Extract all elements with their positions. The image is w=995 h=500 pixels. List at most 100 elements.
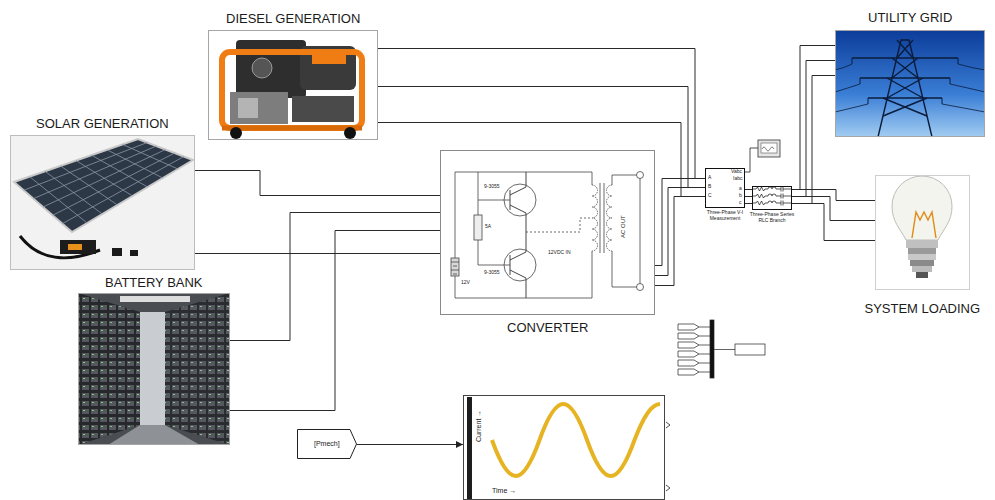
- converter-circuit: [600, 183, 604, 253]
- tag-outline: [298, 430, 357, 459]
- wire: [655, 197, 705, 286]
- component-caption: SYSTEM LOADING: [865, 302, 981, 317]
- wire: [378, 87, 705, 188]
- scope-symbol: [745, 148, 758, 172]
- converter-circuit: [451, 258, 459, 276]
- component-heading: BATTERY BANK: [105, 276, 203, 291]
- solar-panel: [130, 250, 138, 256]
- transmission-tower: [835, 40, 985, 137]
- component-heading: SOLAR GENERATION: [36, 117, 169, 132]
- mux-bus: [699, 327, 710, 372]
- diesel-generator: [344, 127, 356, 139]
- port-label: B: [708, 184, 711, 190]
- mux-bus: [735, 344, 765, 355]
- diesel-generator-photo: DIESEL GENERATION: [208, 30, 378, 140]
- transistor-label: 9-3055: [484, 270, 500, 276]
- converter-circuit: [474, 215, 482, 240]
- light-bulb: [888, 176, 956, 244]
- light-bulb: [908, 248, 936, 254]
- sine-waveform: [467, 397, 670, 500]
- converter-circuit: [510, 172, 526, 232]
- battery-bank: [78, 293, 140, 445]
- converter-circuit: [504, 184, 536, 216]
- wire: [792, 190, 875, 201]
- wire: [230, 231, 440, 411]
- light-bulb: [910, 260, 934, 266]
- block-caption: Three-Phase V-I Measurement: [702, 210, 748, 222]
- wire: [792, 204, 875, 241]
- port-label: Vabc: [731, 169, 742, 175]
- diesel-generator: [230, 127, 242, 139]
- solar-panel: [112, 248, 122, 256]
- battery-bank: [165, 293, 230, 445]
- component-heading: DIESEL GENERATION: [226, 12, 360, 27]
- converter-circuit: [637, 284, 644, 291]
- wire: [195, 171, 440, 196]
- light-bulb: [875, 175, 970, 290]
- scope-symbol: [745, 140, 780, 172]
- converter-circuit: [637, 172, 644, 179]
- transmission-tower: [835, 30, 985, 137]
- fuse-label: 5A: [485, 224, 491, 230]
- solar-panel: [60, 240, 96, 254]
- diesel-generator: [252, 58, 272, 78]
- converter-circuit: [640, 179, 641, 284]
- converter-circuit: [451, 172, 644, 299]
- converter-circuit: [455, 172, 592, 298]
- rlc-symbol: [752, 187, 792, 192]
- transmission-tower: [852, 58, 958, 98]
- converter-circuit: [526, 218, 592, 232]
- wire: [378, 49, 705, 179]
- transmission-tower: [878, 40, 932, 137]
- scope-symbol: [761, 143, 777, 153]
- port-label: a: [739, 186, 742, 192]
- light-bulb: [875, 175, 970, 290]
- transmission-tower: [852, 58, 958, 104]
- signal-tag: [Pmech]: [314, 440, 340, 448]
- rlc-symbol: [752, 201, 792, 206]
- battery-label: 12V: [461, 280, 470, 286]
- converter-circuit: [510, 232, 526, 298]
- wire: [745, 203, 752, 204]
- diesel-generator: [222, 126, 362, 131]
- converter-circuit: [478, 172, 510, 265]
- battery-bank: [120, 296, 190, 302]
- battery-bank: [140, 312, 165, 425]
- rlc-symbol: [752, 194, 792, 199]
- input-label: 12VDC IN: [548, 250, 571, 256]
- converter-circuit: [592, 185, 598, 251]
- mux-bus: [710, 320, 714, 378]
- mux-bus: [678, 324, 699, 375]
- block-caption: Three-Phase Series RLC Branch: [749, 212, 795, 224]
- solar-panel: [20, 236, 100, 258]
- wire: [357, 444, 463, 445]
- battery-bank: [78, 293, 230, 445]
- wire: [792, 76, 835, 204]
- solar-panel-photo: SOLAR GENERATION: [10, 135, 195, 270]
- converter-schematic: 9-30555A9-305512V12VDC INAC OUTCONVERTER: [440, 150, 655, 315]
- solar-panel: [24, 143, 184, 224]
- port-label: A: [708, 175, 711, 181]
- component-heading: UTILITY GRID: [868, 11, 952, 26]
- axis-label: Time →: [492, 487, 516, 495]
- lamp-photo: SYSTEM LOADING: [875, 175, 970, 290]
- rlc-symbol: [752, 187, 792, 206]
- mux-bus: [678, 320, 765, 378]
- diesel-generator: [236, 40, 306, 98]
- diesel-generator: [222, 52, 362, 128]
- diesel-generator: [208, 30, 378, 140]
- port-label: C: [708, 193, 712, 199]
- solar-panel: [10, 135, 195, 270]
- wire: [378, 123, 705, 197]
- scope-symbol: [758, 140, 780, 157]
- battery-bank: [165, 293, 230, 445]
- component-caption: CONVERTER: [507, 321, 588, 336]
- converter-circuit: [451, 262, 459, 274]
- converter-circuit: [504, 249, 536, 281]
- scope-symbol: [762, 147, 774, 151]
- battery-bank: [78, 293, 230, 445]
